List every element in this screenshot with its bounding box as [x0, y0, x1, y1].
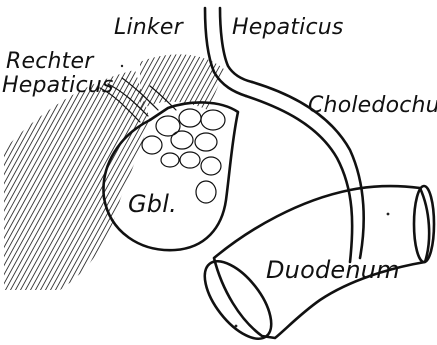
hatch-line — [100, 60, 232, 300]
label-rechter: Rechter — [6, 49, 95, 74]
label-duodenum: Duodenum — [266, 256, 400, 284]
gallstones — [142, 109, 225, 203]
gallstone — [161, 153, 179, 167]
gallstone — [201, 157, 221, 175]
gallstone — [196, 181, 216, 203]
gallstone — [179, 109, 201, 127]
hatch-line — [110, 60, 242, 300]
gallstone — [195, 133, 217, 151]
hatch-line — [165, 45, 206, 120]
choledochus-duct — [246, 96, 352, 262]
gallstone — [180, 152, 200, 168]
hatch-line — [180, 45, 221, 120]
label-gbl: Gbl. — [128, 190, 177, 218]
gallstone — [171, 131, 193, 149]
speck — [121, 65, 123, 67]
hatch-line — [120, 60, 252, 300]
hatch-line — [105, 60, 237, 300]
gallstone — [156, 116, 180, 136]
gallbladder-outline — [103, 102, 238, 250]
label-choledochus: Choledochus — [308, 93, 437, 118]
label-hepaticus-left: Hepaticus — [2, 73, 114, 98]
speck — [387, 213, 390, 216]
label-linker: Linker — [114, 15, 185, 40]
hatch-line — [125, 60, 257, 300]
gallstone — [142, 136, 162, 154]
hatch-line — [140, 60, 272, 300]
gallstone — [201, 110, 225, 130]
speck — [235, 325, 238, 328]
label-hepaticus-top: Hepaticus — [232, 15, 344, 40]
